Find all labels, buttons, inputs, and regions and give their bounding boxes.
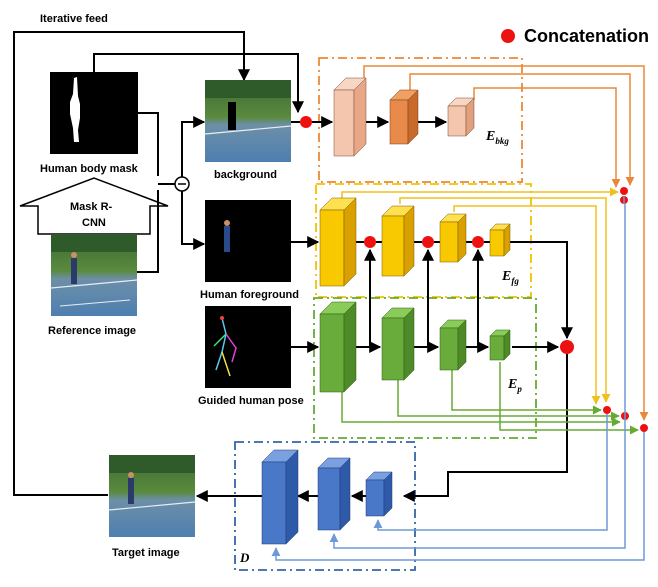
concat-dot-skip-1 (620, 187, 628, 195)
bkg-block-3 (447, 97, 475, 137)
concat-dot-skip-5 (640, 424, 648, 432)
mask-rcnn-label-line1: Mask R- (70, 201, 113, 213)
bkg-block-2 (389, 89, 419, 145)
concatenation-legend-dot (501, 29, 515, 43)
fg-block-4 (489, 223, 511, 257)
concat-dot-main (560, 340, 574, 354)
p-skip-line-3 (451, 368, 602, 415)
fg-encoder-label: Efg (501, 269, 519, 286)
bkg-encoder-box (318, 57, 523, 183)
bkg-encoder-label: Ebkg (485, 129, 509, 146)
p-block-4 (489, 329, 511, 361)
concat-dot-background (300, 116, 312, 128)
p-block-1 (319, 301, 357, 393)
fg-skip-line-2 (399, 197, 611, 403)
p-skip-line-2 (397, 378, 620, 421)
human-foreground-image (205, 200, 291, 282)
decoder-skip-line-4 (373, 414, 608, 531)
target-image-label: Target image (112, 547, 180, 559)
concat-dot-fg-3 (472, 236, 484, 248)
concatenation-legend-label: Concatenation (524, 26, 649, 46)
decoder-box (234, 441, 416, 571)
pose-encoder-box (313, 297, 537, 439)
mask-rcnn-arrow (19, 177, 169, 235)
iterative-feed-label: Iterative feed (40, 13, 108, 25)
p-skip-line-1 (341, 390, 621, 427)
bkg-block-1 (333, 77, 367, 157)
mask-to-subtract-line (138, 112, 159, 176)
p-skip-line-4 (499, 362, 639, 435)
human-foreground-label: Human foreground (200, 289, 299, 301)
bkg-skip-line-1 (363, 65, 649, 421)
concat-dot-fg-1 (364, 236, 376, 248)
p-encoder-label: Ep (507, 377, 522, 394)
fg-block-1 (319, 197, 357, 287)
subtract-to-background-arrow (181, 116, 206, 177)
decoder-block-1 (365, 471, 393, 517)
human-body-mask-label: Human body mask (40, 163, 139, 175)
decoder-skip-line-2 (271, 432, 645, 561)
fg-block-3 (439, 213, 467, 263)
concat-dot-fg-2 (422, 236, 434, 248)
decoder-block-3 (261, 449, 299, 545)
fg-encoder-box (315, 183, 532, 298)
reference-image-label: Reference image (48, 325, 136, 337)
background-label: background (214, 169, 277, 181)
fg-to-main-concat-arrow (510, 241, 573, 340)
fg-skip-line-1 (341, 187, 619, 198)
decoder-label: D (239, 550, 250, 565)
decoder-block-2 (317, 457, 351, 531)
bkg-skip-line-3 (473, 87, 621, 188)
mask-rcnn-label-line2: CNN (82, 217, 106, 229)
p-block-3 (439, 319, 467, 371)
human-body-mask-image (50, 72, 138, 154)
subtract-to-foreground-arrow (181, 191, 206, 250)
guided-human-pose-label: Guided human pose (198, 395, 304, 407)
target-image (108, 455, 196, 537)
reference-image (50, 234, 138, 316)
background-image (204, 80, 292, 162)
mask-to-concat-line (93, 53, 304, 114)
main-concat-to-decoder-arrow (402, 354, 568, 502)
fg-block-2 (381, 205, 415, 277)
p-block-2 (381, 307, 415, 381)
decoder-skip-line-3 (329, 204, 626, 549)
reference-to-subtract-line (137, 190, 159, 273)
guided-human-pose-image (205, 306, 291, 388)
concat-dot-skip-3 (603, 406, 611, 414)
bkg-skip-line-2 (409, 73, 635, 186)
human-silhouette-icon (70, 77, 80, 142)
iterative-feed-arrow (13, 31, 250, 496)
fg-skip-line-3 (453, 205, 601, 405)
